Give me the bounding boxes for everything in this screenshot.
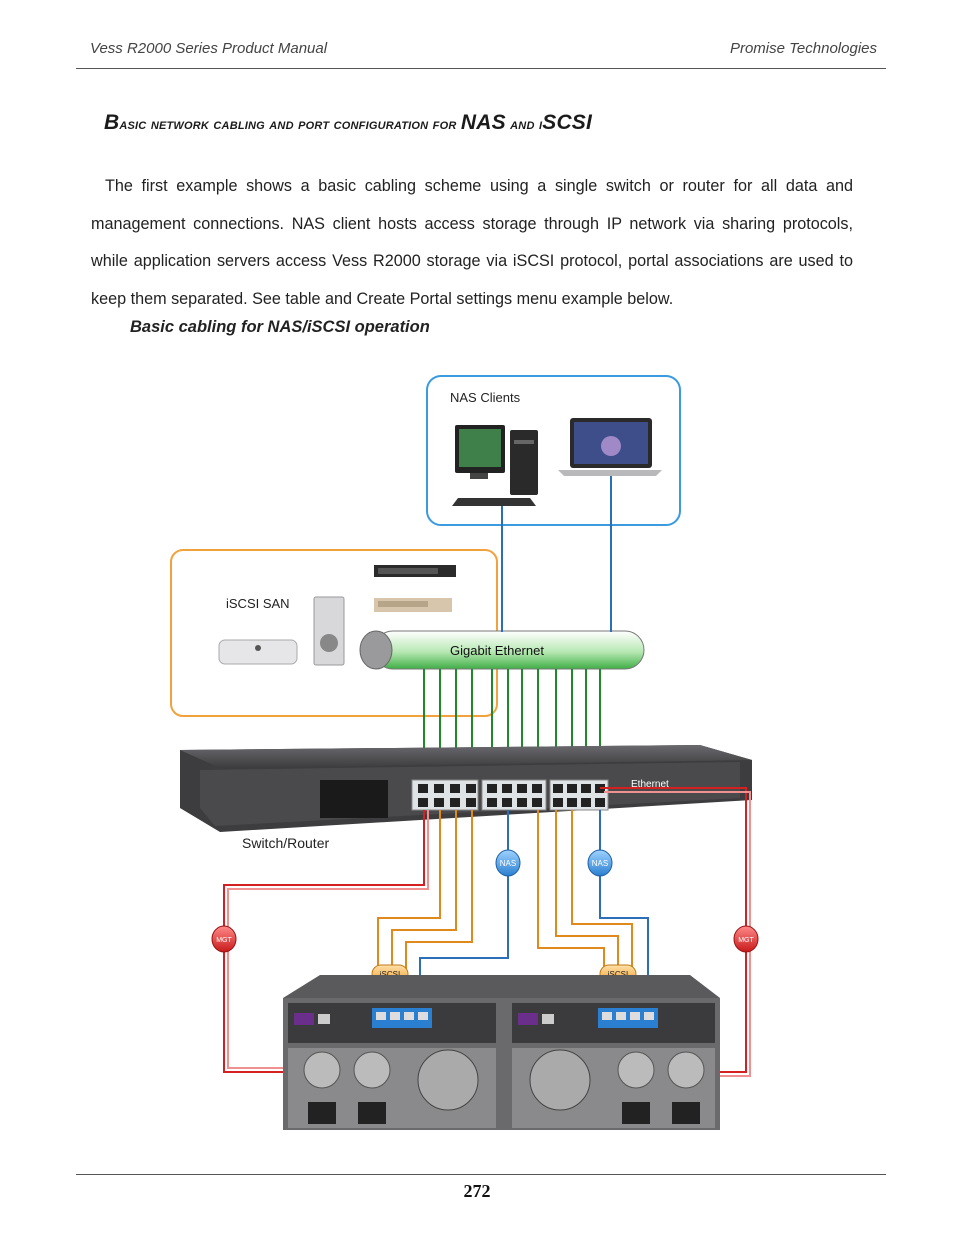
svg-text:NAS: NAS <box>592 859 608 868</box>
ethernet-label: Ethernet <box>631 779 669 790</box>
header-manual-title: Vess R2000 Series Product Manual <box>90 40 328 57</box>
fan-icon <box>617 1051 655 1089</box>
footer-rule <box>76 1174 886 1175</box>
fan-icon <box>417 1049 479 1111</box>
nas-tag-right: NAS <box>587 849 613 877</box>
nas-clients-label: NAS Clients <box>450 390 521 405</box>
switch-router <box>180 745 752 832</box>
body-paragraph: The first example shows a basic cabling … <box>91 177 853 308</box>
rack-server-icon <box>374 565 456 612</box>
tower-server-icon <box>313 596 345 666</box>
mini-pc-icon <box>218 639 298 665</box>
mgt-cable-left <box>223 810 429 1073</box>
iscsi-san-label: iSCSI SAN <box>226 596 290 611</box>
svg-text:MGT: MGT <box>216 937 232 944</box>
power-socket-icon <box>622 1102 650 1124</box>
section-title: Basic network cabling and port configura… <box>104 111 593 134</box>
iscsi-ports-right <box>598 1008 658 1028</box>
svg-text:NAS: NAS <box>500 859 516 868</box>
nas-tag-left: NAS <box>495 849 521 877</box>
svg-text:iSCSI: iSCSI <box>380 970 400 979</box>
figure-caption: Basic cabling for NAS/iSCSI operation <box>130 318 430 336</box>
svg-text:MGT: MGT <box>738 937 754 944</box>
iscsi-ports-left <box>372 1008 432 1028</box>
fan-icon <box>303 1051 341 1089</box>
switch-router-label: Switch/Router <box>242 835 329 851</box>
fan-icon <box>353 1051 391 1089</box>
mgt-tag-right: MGT <box>733 925 759 953</box>
power-socket-icon <box>358 1102 386 1124</box>
fan-icon <box>667 1051 705 1089</box>
fan-icon <box>529 1049 591 1111</box>
nas-clients-group <box>426 375 681 526</box>
mgt-tag-left: MGT <box>211 925 237 953</box>
gigabit-ethernet-label: Gigabit Ethernet <box>450 643 544 658</box>
power-socket-icon <box>308 1102 336 1124</box>
header-rule <box>76 68 886 69</box>
laptop-icon <box>558 418 662 476</box>
power-socket-icon <box>672 1102 700 1124</box>
switch-vent <box>320 780 388 818</box>
vess-r2000-enclosure <box>283 975 720 1130</box>
header-company: Promise Technologies <box>729 40 877 57</box>
page-number: 272 <box>463 1181 491 1201</box>
gigabit-ethernet-bus <box>359 630 645 670</box>
svg-text:iSCSI: iSCSI <box>608 970 628 979</box>
desktop-pc-icon <box>452 425 538 506</box>
